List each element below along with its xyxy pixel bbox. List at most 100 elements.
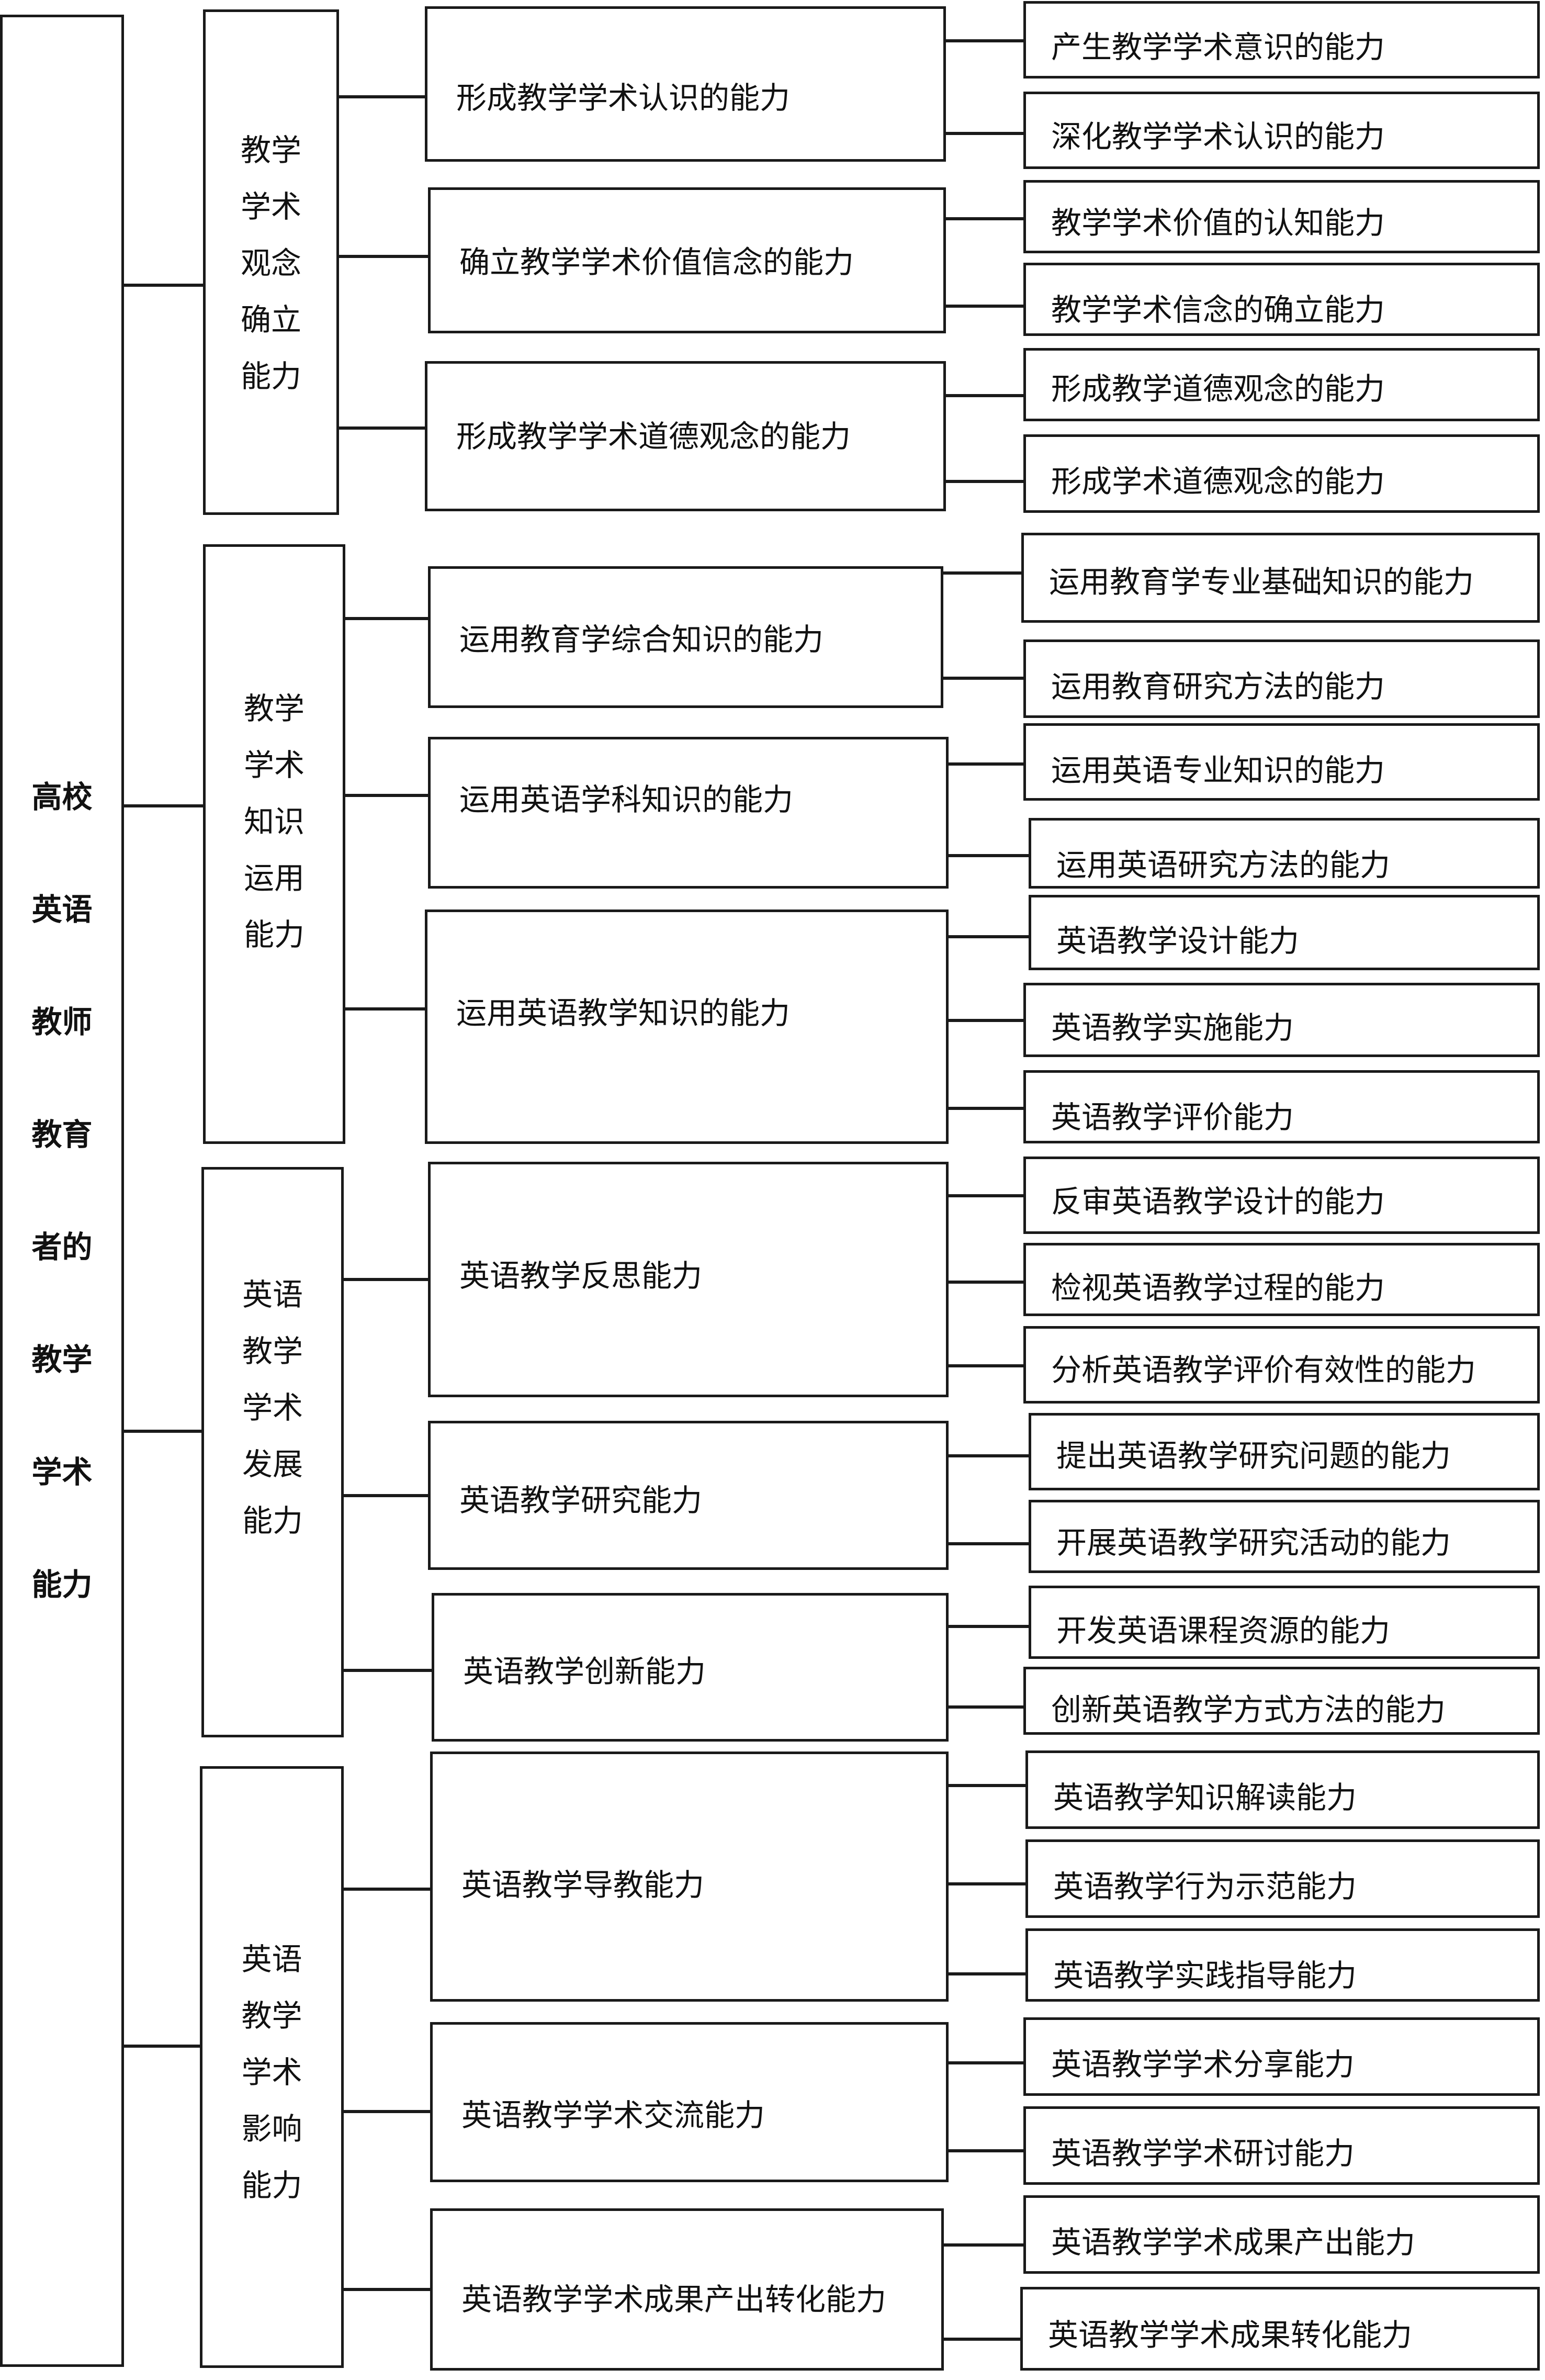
- root-node: 高校 英语 教师 教育 者的 教学 学术 能力: [0, 15, 124, 2367]
- subcategory-label: 英语教学反思能力: [459, 1258, 703, 1294]
- subcategory-label: 运用英语学科知识的能力: [459, 782, 794, 817]
- leaf-box: 形成教学道德观念的能力: [1023, 348, 1540, 421]
- subcategory-label: 英语教学学术成果产出转化能力: [461, 2282, 887, 2317]
- leaf-label: 英语教学学术成果转化能力: [1048, 2317, 1413, 2353]
- leaf-label: 英语教学评价能力: [1051, 1099, 1294, 1135]
- leaf-box: 反审英语教学设计的能力: [1023, 1157, 1540, 1234]
- leaf-box: 产生教学学术意识的能力: [1023, 1, 1540, 78]
- root-char: 教师: [31, 1004, 93, 1040]
- category-char: 教学: [241, 1998, 302, 2034]
- leaf-label: 英语教学实施能力: [1051, 1010, 1294, 1046]
- category-char: 学术: [240, 189, 301, 224]
- leaf-box: 检视英语教学过程的能力: [1023, 1243, 1540, 1316]
- leaf-box: 深化教学学术认识的能力: [1023, 92, 1540, 169]
- leaf-box: 英语教学实践指导能力: [1025, 1928, 1540, 2002]
- category-label: 英语 教学 学术 影响 能力: [202, 1769, 341, 2376]
- leaf-label: 形成教学道德观念的能力: [1051, 371, 1385, 407]
- subcategory-label: 形成教学学术道德观念的能力: [456, 419, 851, 454]
- subcategory-box: 运用教育学综合知识的能力: [428, 566, 943, 708]
- leaf-box: 英语教学学术成果产出能力: [1023, 2195, 1540, 2274]
- leaf-box: 英语教学学术成果转化能力: [1020, 2287, 1540, 2371]
- subcategory-label: 英语教学研究能力: [459, 1483, 703, 1518]
- root-char: 能力: [31, 1566, 93, 1602]
- leaf-label: 英语教学知识解读能力: [1053, 1780, 1357, 1815]
- category-char: 教学: [240, 132, 301, 168]
- subcategory-box: 英语教学导教能力: [430, 1752, 949, 2002]
- leaf-label: 英语教学学术研讨能力: [1051, 2136, 1355, 2171]
- category-char: 能力: [242, 1503, 303, 1539]
- subcategory-label: 运用英语教学知识的能力: [456, 995, 791, 1031]
- leaf-box: 运用英语研究方法的能力: [1029, 818, 1540, 889]
- subcategory-label: 形成教学学术认识的能力: [456, 80, 791, 116]
- root-label: 高校 英语 教师 教育 者的 教学 学术 能力: [3, 17, 121, 2364]
- category-char: 能力: [241, 2168, 302, 2203]
- leaf-box: 提出英语教学研究问题的能力: [1029, 1413, 1540, 1490]
- leaf-box: 运用教育研究方法的能力: [1023, 639, 1540, 718]
- leaf-box: 英语教学行为示范能力: [1025, 1839, 1540, 1918]
- category-char: 能力: [243, 917, 305, 952]
- category-char: 能力: [240, 358, 301, 394]
- leaf-box: 英语教学知识解读能力: [1025, 1750, 1540, 1829]
- category-box-concept: 教学 学术 观念 确立 能力: [203, 9, 339, 515]
- root-char: 者的: [31, 1229, 93, 1265]
- category-char: 发展: [242, 1446, 303, 1482]
- leaf-label: 深化教学学术认识的能力: [1051, 119, 1385, 154]
- category-char: 英语: [241, 1941, 302, 1977]
- leaf-label: 开展英语教学研究活动的能力: [1056, 1525, 1451, 1561]
- category-box-knowledge: 教学 学术 知识 运用 能力: [203, 544, 345, 1144]
- root-char: 教育: [31, 1116, 93, 1152]
- leaf-box: 形成学术道德观念的能力: [1023, 434, 1540, 513]
- leaf-label: 形成学术道德观念的能力: [1051, 464, 1385, 499]
- leaf-label: 英语教学学术成果产出能力: [1051, 2225, 1416, 2260]
- subcategory-box: 英语教学学术成果产出转化能力: [430, 2208, 944, 2371]
- category-box-influence: 英语 教学 学术 影响 能力: [200, 1766, 344, 2368]
- category-char: 影响: [241, 2111, 302, 2147]
- subcategory-label: 确立教学学术价值信念的能力: [459, 244, 854, 280]
- category-label: 教学 学术 观念 确立 能力: [206, 12, 336, 514]
- leaf-label: 反审英语教学设计的能力: [1051, 1184, 1385, 1219]
- leaf-label: 运用英语专业知识的能力: [1051, 753, 1385, 788]
- leaf-label: 英语教学设计能力: [1056, 923, 1300, 959]
- subcategory-label: 英语教学导教能力: [461, 1867, 705, 1903]
- leaf-label: 开发英语课程资源的能力: [1056, 1613, 1391, 1648]
- leaf-label: 教学学术价值的认知能力: [1051, 205, 1385, 241]
- leaf-label: 产生教学学术意识的能力: [1051, 29, 1385, 65]
- leaf-box: 英语教学评价能力: [1023, 1070, 1540, 1143]
- leaf-label: 英语教学学术分享能力: [1051, 2047, 1355, 2082]
- leaf-box: 英语教学实施能力: [1023, 983, 1540, 1057]
- subcategory-label: 英语教学学术交流能力: [461, 2097, 765, 2133]
- leaf-label: 检视英语教学过程的能力: [1051, 1270, 1385, 1306]
- leaf-box: 英语教学学术分享能力: [1023, 2017, 1540, 2096]
- leaf-box: 分析英语教学评价有效性的能力: [1023, 1326, 1540, 1404]
- leaf-box: 英语教学学术研讨能力: [1023, 2106, 1540, 2185]
- category-char: 知识: [243, 804, 305, 839]
- subcategory-box: 形成教学学术认识的能力: [425, 6, 946, 162]
- leaf-label: 英语教学实践指导能力: [1053, 1958, 1357, 1993]
- leaf-box: 教学学术信念的确立能力: [1023, 263, 1540, 336]
- category-char: 运用: [243, 860, 305, 896]
- subcategory-box: 运用英语学科知识的能力: [428, 737, 949, 889]
- subcategory-label: 运用教育学综合知识的能力: [459, 622, 824, 657]
- root-char: 英语: [31, 891, 93, 927]
- subcategory-label: 英语教学创新能力: [463, 1654, 706, 1689]
- category-char: 教学: [243, 691, 305, 726]
- leaf-label: 创新英语教学方式方法的能力: [1051, 1692, 1446, 1727]
- leaf-label: 运用教育研究方法的能力: [1051, 669, 1385, 704]
- leaf-box: 开展英语教学研究活动的能力: [1029, 1500, 1540, 1573]
- category-box-development: 英语 教学 学术 发展 能力: [201, 1167, 344, 1737]
- category-char: 确立: [240, 302, 301, 338]
- subcategory-box: 英语教学学术交流能力: [430, 2022, 949, 2182]
- leaf-box: 开发英语课程资源的能力: [1029, 1586, 1540, 1659]
- category-char: 学术: [241, 2055, 302, 2090]
- subcategory-box: 英语教学创新能力: [432, 1593, 949, 1742]
- category-char: 教学: [242, 1333, 303, 1369]
- leaf-box: 运用教育学专业基础知识的能力: [1021, 533, 1540, 623]
- category-char: 英语: [242, 1277, 303, 1312]
- category-char: 观念: [240, 245, 301, 281]
- subcategory-box: 运用英语教学知识的能力: [425, 910, 949, 1144]
- leaf-label: 提出英语教学研究问题的能力: [1056, 1438, 1451, 1474]
- leaf-label: 英语教学行为示范能力: [1053, 1869, 1357, 1904]
- category-char: 学术: [243, 747, 305, 783]
